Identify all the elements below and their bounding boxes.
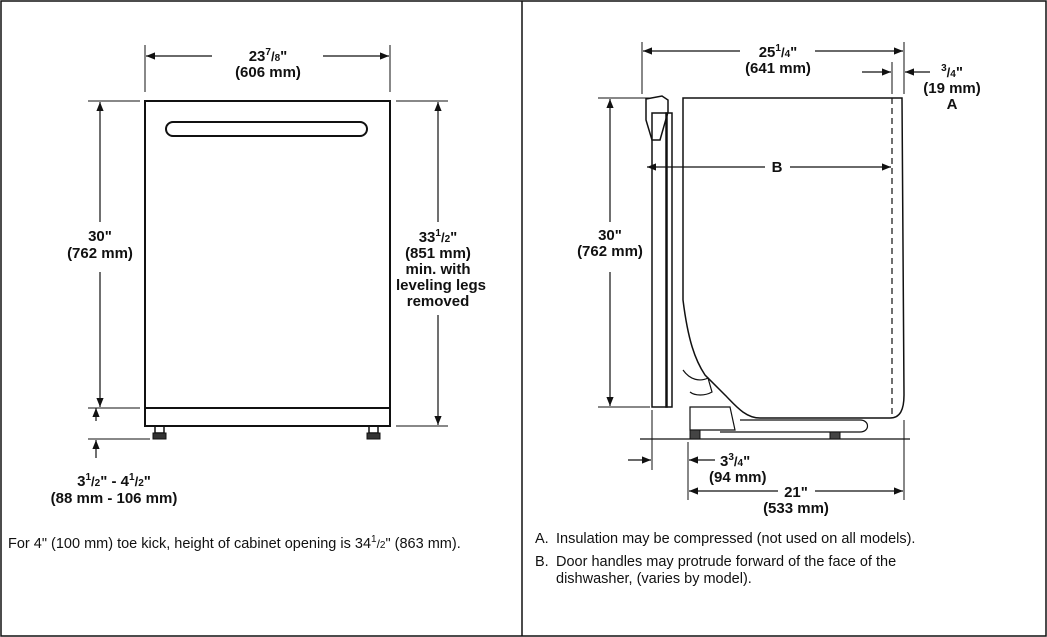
front-handle [165,121,368,137]
leg-right-foot [366,432,381,440]
note-b-text: Door handles may protrude forward of the… [556,554,897,570]
base-depth-mm: (533 mm) [763,500,829,517]
note-b-letter: B. [535,554,549,570]
toe-label: 33/4" [720,452,750,470]
insulation-label: 3/4" [941,63,963,81]
base-hinge [682,369,713,396]
toe-mm: (94 mm) [709,469,767,486]
leg-left-foot [152,432,167,440]
front-toe-kick [144,407,391,427]
opening-height-mm: (851 mm) [405,245,471,262]
footnote-text: For 4" (100 mm) toe kick, height of cabi… [8,536,372,552]
base-depth-inches: 21" [784,484,808,501]
tub-body [682,97,905,419]
front-height-inches: 30" [88,228,112,245]
opening-height-label: 331/2" [419,228,458,246]
note-a-letter: A. [535,531,549,547]
side-depth-mm: (641 mm) [745,60,811,77]
leg-range-label: 31/2" - 41/2" [77,472,151,490]
front-width-mm: (606 mm) [235,64,301,81]
footnote-frac-den: 2 [379,540,386,551]
insulation-mm: (19 mm) [923,80,981,97]
opening-note-2: leveling legs [396,277,486,294]
note-a-text: Insulation may be compressed (not used o… [556,531,916,547]
leg-right [368,425,379,434]
side-height-inches: 30" [598,227,622,244]
footnote-text-end: " (863 mm). [385,536,461,552]
opening-note-1: min. with [406,261,471,278]
front-footnote: For 4" (100 mm) toe kick, height of cabi… [8,531,518,554]
door-handle [645,95,669,141]
footnote-frac-slash: / [376,537,380,551]
side-view [598,42,930,500]
insulation-letter: A [947,96,958,113]
front-height-mm: (762 mm) [67,245,133,262]
opening-note-3: removed [407,293,470,310]
base-plumbing [720,419,869,433]
front-dishwasher-body [144,100,391,409]
note-b: B. Door handles may protrude forward of … [535,554,896,571]
door-panel [651,112,668,408]
base-frame [689,406,736,431]
side-height-mm: (762 mm) [577,243,643,260]
rear-foot [829,431,841,440]
side-foot [689,429,701,440]
front-view [88,45,448,458]
leg-range-mm: (88 mm - 106 mm) [51,490,178,507]
side-depth-label: 251/4" [759,43,798,61]
front-width-label: 237/8" [249,47,288,65]
footnote-frac-num: 1 [371,534,377,545]
leg-left [154,425,165,434]
note-a: A. Insulation may be compressed (not use… [535,531,915,548]
note-b-continued: dishwasher, (varies by model). [556,571,752,587]
door-inner [665,112,673,408]
handle-b-label: B [772,159,783,176]
